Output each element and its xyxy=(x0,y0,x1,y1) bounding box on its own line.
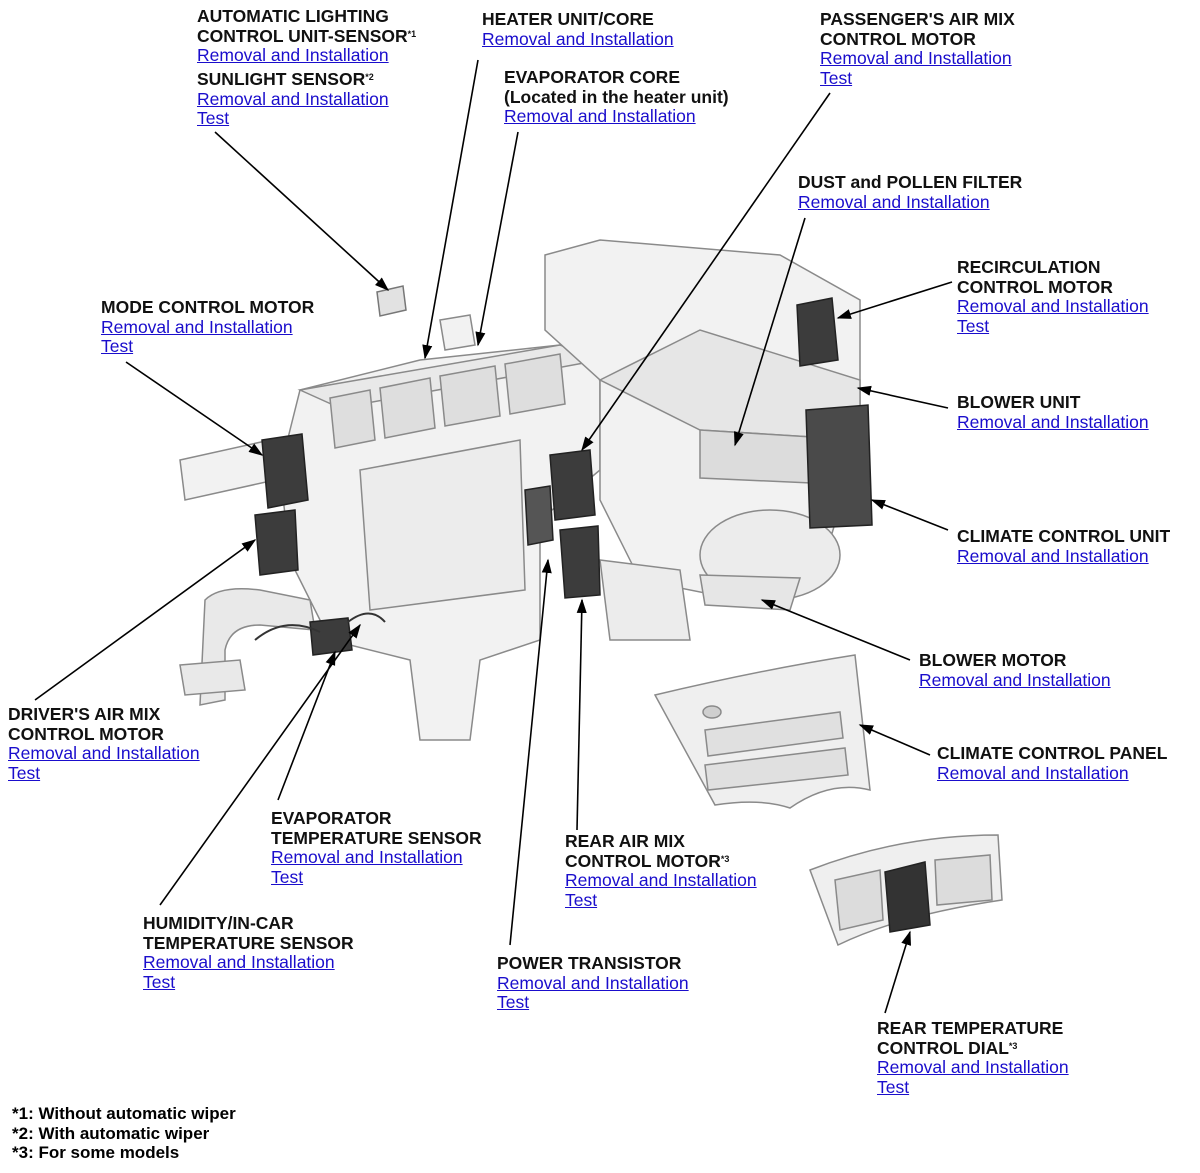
sensor-wire-harness xyxy=(254,612,386,641)
humidity-sensor-removal-link[interactable]: Removal and Installation xyxy=(143,952,335,973)
callout-blower-motor: BLOWER MOTOR Removal and Installation xyxy=(919,650,1111,690)
footnote-mark: *1 xyxy=(407,28,417,39)
recirculation-motor-title-line2: CONTROL MOTOR xyxy=(957,276,1113,297)
passengers-air-mix-removal-link[interactable]: Removal and Installation xyxy=(820,48,1012,69)
blower-unit-removal-link[interactable]: Removal and Installation xyxy=(957,411,1149,432)
evaporator-core-location-note: (Located in the heater unit) xyxy=(504,86,729,107)
evaporator-temperature-sensor-removal-link[interactable]: Removal and Installation xyxy=(271,847,463,868)
callout-climate-control-unit: CLIMATE CONTROL UNIT Removal and Install… xyxy=(957,526,1171,566)
blower-motor-removal-link[interactable]: Removal and Installation xyxy=(919,669,1111,690)
heater-pipes xyxy=(179,588,316,706)
rear-temperature-dial-title: REAR TEMPERATURE xyxy=(877,1018,1064,1038)
humidity-sensor-title: HUMIDITY/IN-CAR xyxy=(143,913,294,933)
dust-pollen-filter-title: DUST and POLLEN FILTER xyxy=(798,172,1023,192)
automatic-lighting-title-line2: CONTROL UNIT-SENSOR*1 xyxy=(197,25,417,46)
evaporator-core-title: EVAPORATOR CORE xyxy=(504,67,680,87)
callout-climate-control-panel: CLIMATE CONTROL PANEL Removal and Instal… xyxy=(937,743,1168,783)
callout-mode-control-motor: MODE CONTROL MOTOR Removal and Installat… xyxy=(101,297,315,357)
callout-recirculation-control-motor: RECIRCULATION CONTROL MOTOR Removal and … xyxy=(957,257,1149,336)
rear-temperature-dial-part xyxy=(809,834,1003,947)
rear-air-mix-removal-link[interactable]: Removal and Installation xyxy=(565,870,757,891)
callout-automatic-lighting-control-unit: AUTOMATIC LIGHTING CONTROL UNIT-SENSOR*1… xyxy=(197,6,417,66)
automatic-lighting-title: AUTOMATIC LIGHTING xyxy=(197,6,389,26)
footnote-mark: *2 xyxy=(365,72,374,82)
climate-control-panel-removal-link[interactable]: Removal and Installation xyxy=(937,762,1129,783)
evaporator-core-removal-link[interactable]: Removal and Installation xyxy=(504,106,696,127)
callout-rear-air-mix-motor: REAR AIR MIX CONTROL MOTOR*3 Removal and… xyxy=(565,831,757,910)
heater-unit-housing xyxy=(179,314,603,741)
evaporator-temperature-sensor-test-link[interactable]: Test xyxy=(271,866,304,887)
callout-passengers-air-mix-motor: PASSENGER'S AIR MIX CONTROL MOTOR Remova… xyxy=(820,9,1015,88)
drivers-air-mix-title: DRIVER'S AIR MIX xyxy=(8,704,161,724)
footnote-3: *3: For some models xyxy=(12,1143,180,1162)
climate-control-unit-removal-link[interactable]: Removal and Installation xyxy=(957,545,1149,566)
blower-unit-title: BLOWER UNIT xyxy=(957,392,1081,412)
actuator-motors xyxy=(254,297,873,656)
callout-sunlight-sensor: SUNLIGHT SENSOR*2 Removal and Installati… xyxy=(197,69,389,129)
rear-air-mix-test-link[interactable]: Test xyxy=(565,889,598,910)
dust-pollen-filter-removal-link[interactable]: Removal and Installation xyxy=(798,191,990,212)
recirculation-motor-test-link[interactable]: Test xyxy=(957,315,990,336)
callout-drivers-air-mix-motor: DRIVER'S AIR MIX CONTROL MOTOR Removal a… xyxy=(8,704,200,783)
rear-temperature-dial-test-link[interactable]: Test xyxy=(877,1076,910,1097)
rear-temperature-dial-removal-link[interactable]: Removal and Installation xyxy=(877,1057,1069,1078)
footnote-mark: *3 xyxy=(1008,1040,1018,1051)
heater-unit-core-title: HEATER UNIT/CORE xyxy=(482,9,654,29)
leader-lines xyxy=(34,59,953,1014)
recirculation-motor-title: RECIRCULATION xyxy=(957,257,1101,277)
evaporator-temperature-sensor-title-line2: TEMPERATURE SENSOR xyxy=(271,827,482,848)
callout-humidity-in-car-sensor: HUMIDITY/IN-CAR TEMPERATURE SENSOR Remov… xyxy=(143,913,354,992)
drivers-air-mix-test-link[interactable]: Test xyxy=(8,762,41,783)
power-transistor-removal-link[interactable]: Removal and Installation xyxy=(497,972,689,993)
rear-temperature-dial-title-line2: CONTROL DIAL*3 xyxy=(877,1037,1018,1058)
drivers-air-mix-title-line2: CONTROL MOTOR xyxy=(8,723,164,744)
sunlight-sensor-removal-link[interactable]: Removal and Installation xyxy=(197,88,389,109)
callout-evaporator-core: EVAPORATOR CORE (Located in the heater u… xyxy=(504,67,729,127)
mode-control-motor-title: MODE CONTROL MOTOR xyxy=(101,297,315,317)
callout-blower-unit: BLOWER UNIT Removal and Installation xyxy=(957,392,1149,432)
mode-control-motor-removal-link[interactable]: Removal and Installation xyxy=(101,316,293,337)
mode-control-motor-test-link[interactable]: Test xyxy=(101,336,134,357)
callout-evaporator-temperature-sensor: EVAPORATOR TEMPERATURE SENSOR Removal an… xyxy=(271,808,482,887)
callout-power-transistor: POWER TRANSISTOR Removal and Installatio… xyxy=(497,953,689,1013)
sunlight-sensor-test-link[interactable]: Test xyxy=(197,108,230,129)
callout-dust-pollen-filter: DUST and POLLEN FILTER Removal and Insta… xyxy=(798,172,1023,212)
humidity-sensor-title-line2: TEMPERATURE SENSOR xyxy=(143,932,354,953)
automatic-lighting-removal-link[interactable]: Removal and Installation xyxy=(197,45,389,66)
humidity-sensor-test-link[interactable]: Test xyxy=(143,971,176,992)
rear-air-mix-title: REAR AIR MIX xyxy=(565,831,685,851)
blower-motor-title: BLOWER MOTOR xyxy=(919,650,1067,670)
power-transistor-test-link[interactable]: Test xyxy=(497,992,530,1013)
footnotes: *1: Without automatic wiper *2: With aut… xyxy=(12,1104,236,1163)
footnote-mark: *3 xyxy=(720,853,730,864)
climate-control-unit-title: CLIMATE CONTROL UNIT xyxy=(957,526,1171,546)
rear-air-mix-title-line2: CONTROL MOTOR*3 xyxy=(565,850,730,871)
climate-control-panel-part xyxy=(653,654,871,809)
passengers-air-mix-title-line2: CONTROL MOTOR xyxy=(820,28,976,49)
drivers-air-mix-removal-link[interactable]: Removal and Installation xyxy=(8,743,200,764)
callout-rear-temperature-control-dial: REAR TEMPERATURE CONTROL DIAL*3 Removal … xyxy=(877,1018,1069,1097)
footnote-1: *1: Without automatic wiper xyxy=(12,1104,236,1123)
sunlight-sensor-title: SUNLIGHT SENSOR*2 xyxy=(197,69,374,89)
climate-control-panel-title: CLIMATE CONTROL PANEL xyxy=(937,743,1168,763)
evaporator-temperature-sensor-title: EVAPORATOR xyxy=(271,808,392,828)
passengers-air-mix-title: PASSENGER'S AIR MIX xyxy=(820,9,1015,29)
recirculation-motor-removal-link[interactable]: Removal and Installation xyxy=(957,296,1149,317)
passengers-air-mix-test-link[interactable]: Test xyxy=(820,67,853,88)
callout-heater-unit-core: HEATER UNIT/CORE Removal and Installatio… xyxy=(482,9,674,49)
footnote-2: *2: With automatic wiper xyxy=(12,1123,210,1143)
sunlight-sensor-part xyxy=(376,285,407,317)
heater-unit-core-removal-link[interactable]: Removal and Installation xyxy=(482,28,674,49)
power-transistor-title: POWER TRANSISTOR xyxy=(497,953,682,973)
